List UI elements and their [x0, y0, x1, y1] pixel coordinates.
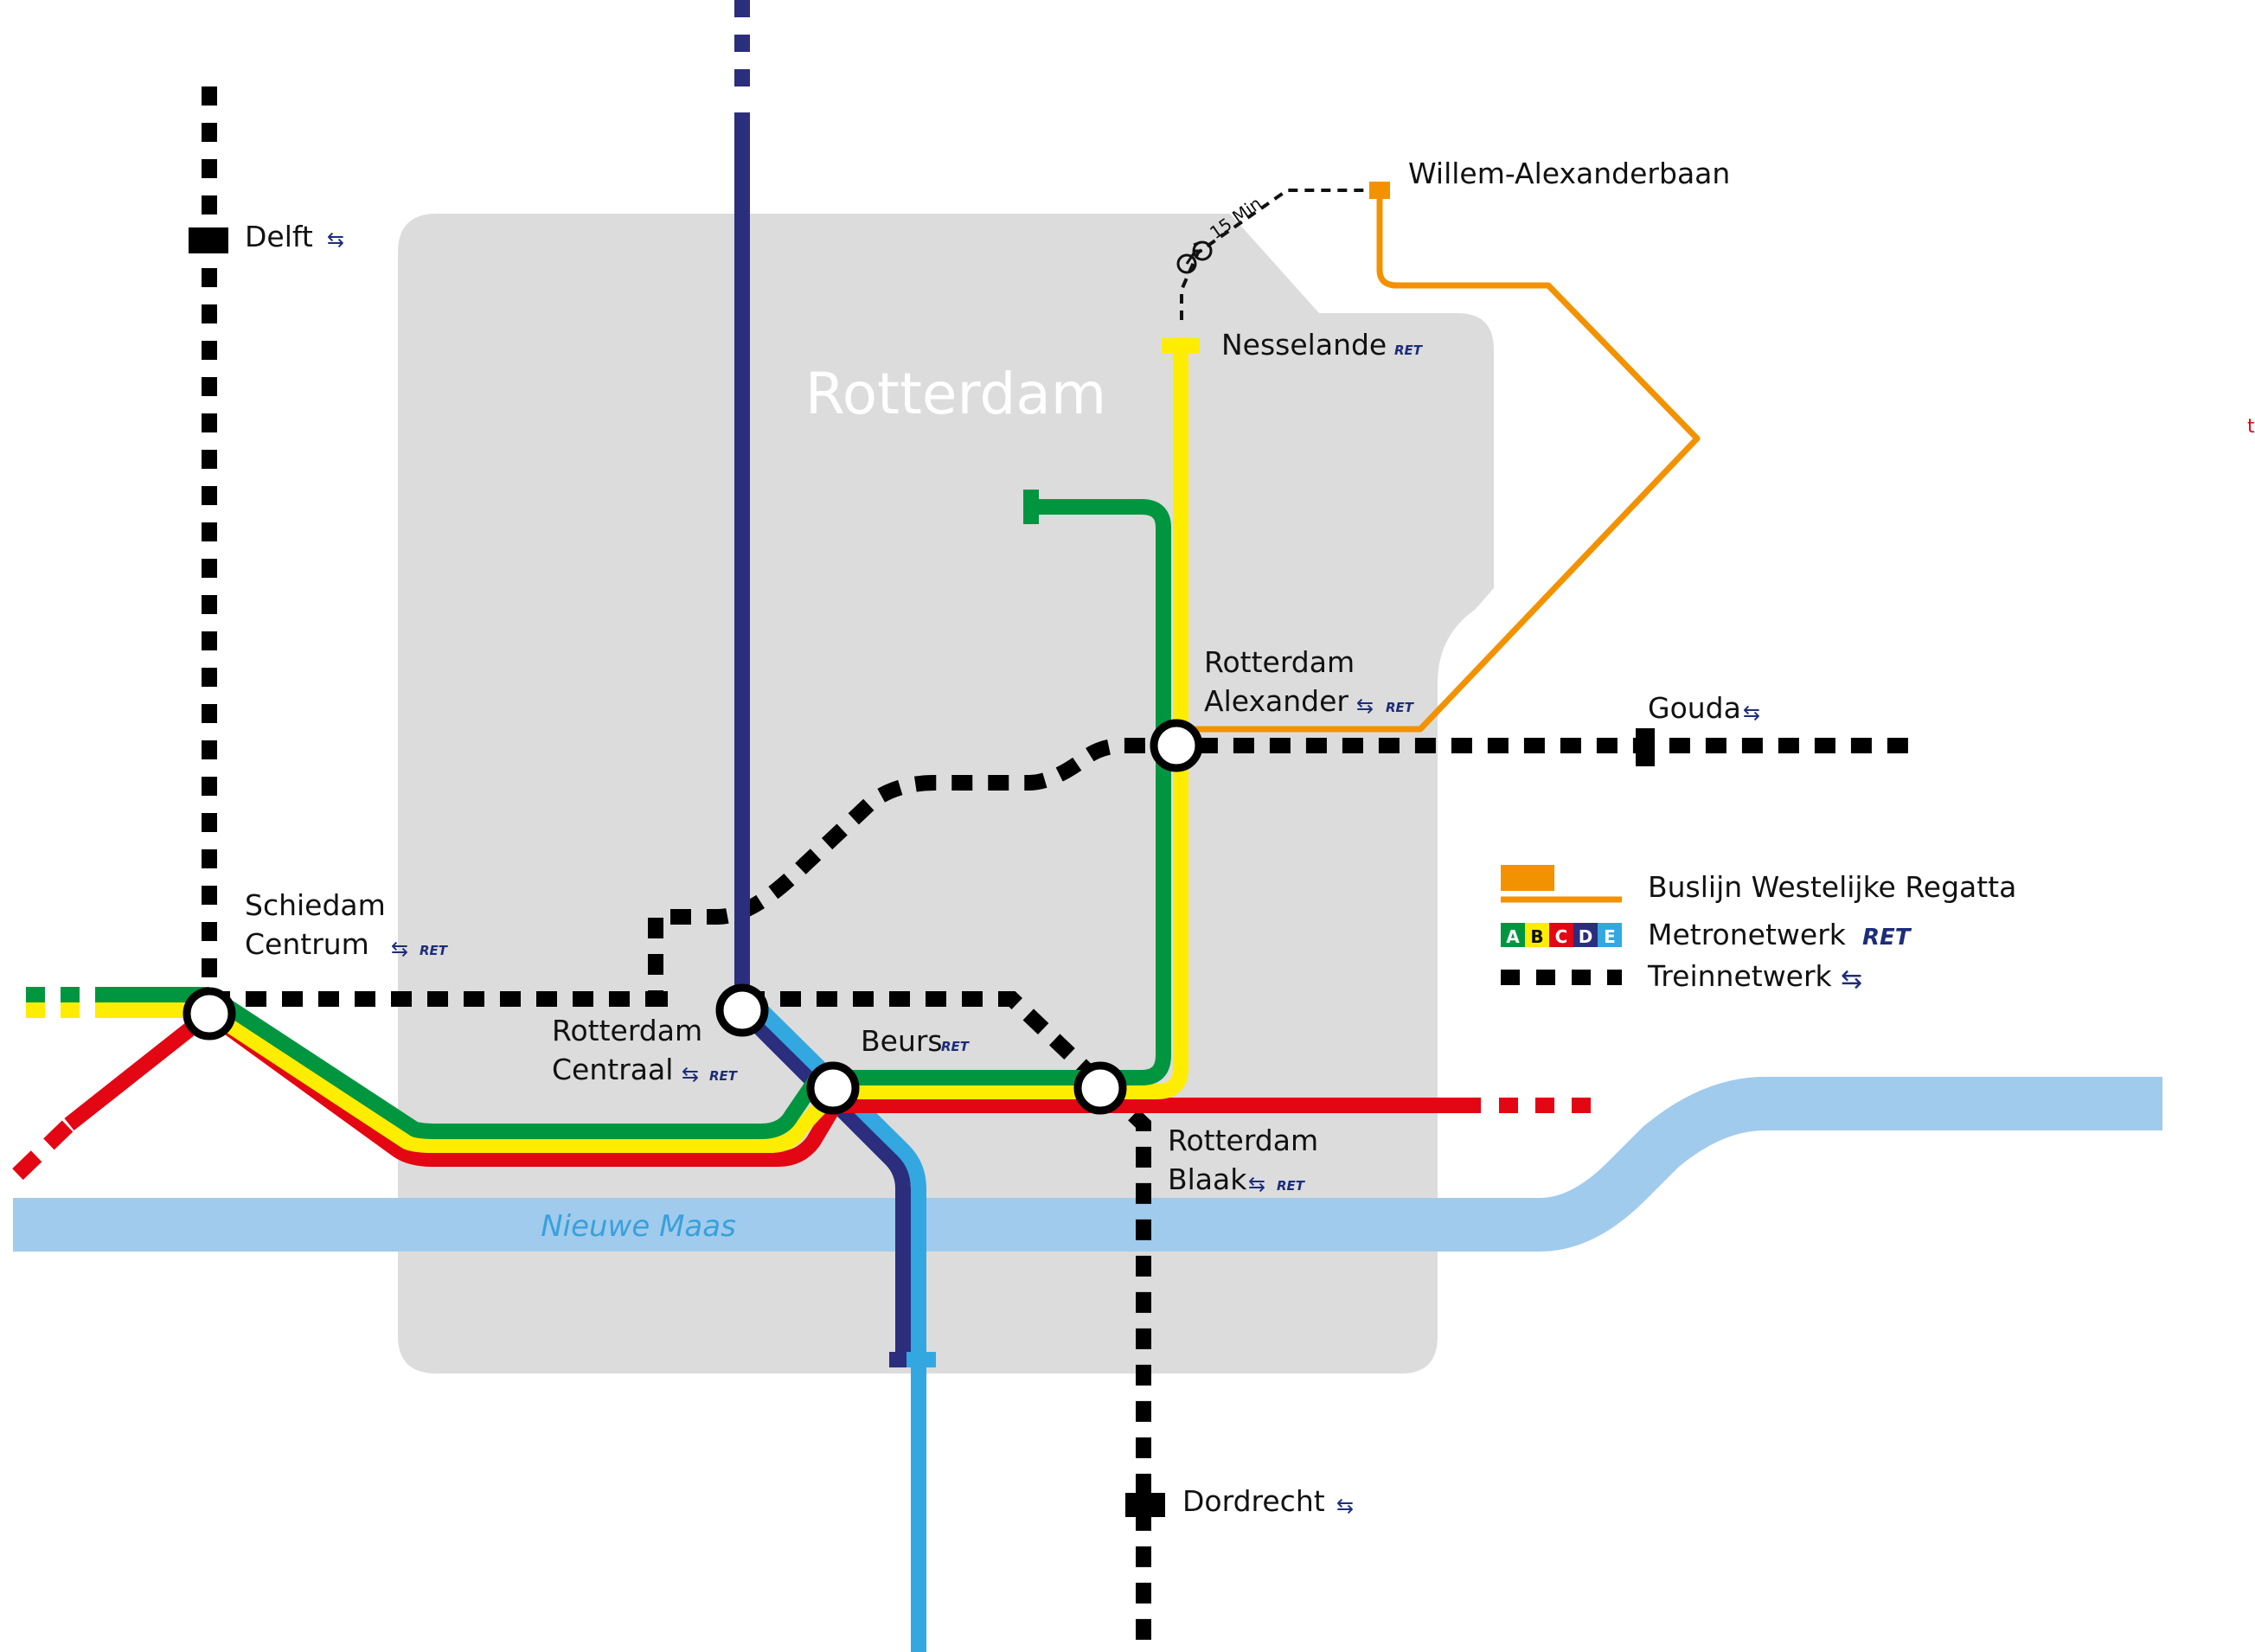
ret-logo-icon: RET — [1394, 343, 1424, 358]
station-schiedam-line2: Centrum — [245, 927, 369, 961]
station-blaak-line1: Rotterdam — [1168, 1124, 1318, 1157]
station-willem-alexanderbaan: Willem-Alexanderbaan — [1408, 157, 1730, 190]
rotterdam-alexander-interchange — [1150, 719, 1203, 772]
river-label: Nieuwe Maas — [541, 1209, 736, 1244]
legend-letter-a: A — [1506, 926, 1520, 947]
train-line-centraal-gouda — [209, 738, 1912, 1007]
ret-logo-icon: RET — [1386, 700, 1415, 715]
ret-logo-icon: RET — [709, 1068, 739, 1084]
ret-logo-icon: RET — [1277, 1178, 1306, 1194]
legend-metro-label: Metronetwerk — [1648, 918, 1847, 951]
legend-letter-e: E — [1604, 926, 1616, 947]
station-centraal-line1: Rotterdam — [552, 1014, 702, 1047]
legend-letter-c: C — [1555, 926, 1568, 947]
metro-line-c-extension — [64, 1007, 215, 1131]
legend-train-label: Treinnetwerk — [1647, 959, 1833, 993]
rotterdam-blaak-interchange — [1073, 1061, 1127, 1115]
station-dordrecht: Dordrecht — [1182, 1484, 1325, 1518]
metro-line-c — [204, 1007, 1481, 1167]
ret-logo-icon: RET — [941, 1039, 971, 1054]
legend-letter-d: D — [1579, 926, 1593, 947]
station-nesselande: Nesselande — [1221, 328, 1387, 362]
metro-line-c-west-dash — [10, 1120, 74, 1182]
legend-metro-letters: A B C D E — [1501, 923, 1622, 947]
bike-connection-line — [1180, 189, 1380, 320]
metro-line-e — [748, 997, 926, 1652]
legend-letter-b: B — [1530, 926, 1543, 947]
beurs-interchange — [806, 1061, 860, 1115]
rotterdam-centraal-interchange — [715, 983, 769, 1037]
station-gouda: Gouda — [1648, 691, 1741, 725]
ret-logo-icon: RET — [420, 943, 449, 958]
station-alexander-line2: Alexander — [1204, 684, 1349, 718]
rotterdam-city-area — [398, 214, 1494, 1373]
legend: Buslijn Westelijke Regatta A B C D E Met… — [1501, 865, 2016, 995]
metro-line-d — [734, 112, 911, 1360]
ns-logo-icon: ⇆ — [1743, 701, 1760, 725]
metro-line-b — [205, 337, 1188, 1153]
station-schiedam-line1: Schiedam — [245, 888, 386, 922]
schiedam-centrum-interchange — [183, 987, 236, 1041]
delft-station-marker — [189, 227, 228, 253]
ns-logo-icon: ⇆ — [1356, 694, 1374, 718]
bus-line-westelijke-regatta — [1178, 192, 1701, 733]
ns-logo-icon: ⇆ — [682, 1062, 699, 1086]
ns-logo-icon: ⇆ — [391, 937, 408, 961]
ns-logo-icon: ⇆ — [1841, 964, 1862, 995]
ns-logo-icon: ⇆ — [1248, 1172, 1265, 1196]
station-alexander-line1: Rotterdam — [1204, 645, 1355, 679]
bicycle-icon — [1176, 240, 1213, 274]
legend-bus-label: Buslijn Westelijke Regatta — [1648, 870, 2016, 904]
gouda-station-marker — [1636, 728, 1655, 766]
ns-logo-icon: ⇆ — [327, 227, 344, 252]
station-blaak-line2: Blaak — [1168, 1162, 1247, 1196]
bus-terminus-marker — [1369, 182, 1390, 199]
station-centraal-line2: Centraal — [552, 1053, 673, 1086]
ns-logo-icon: ⇆ — [1336, 1494, 1354, 1518]
ret-logo-icon: RET — [1862, 925, 1912, 951]
city-label: Rotterdam — [805, 361, 1106, 427]
legend-bus-swatch-icon — [1501, 865, 1554, 891]
stray-mark: t — [2247, 416, 2255, 438]
dordrecht-station-marker — [1125, 1493, 1165, 1517]
nieuwe-maas-river — [13, 1077, 2162, 1252]
station-beurs: Beurs — [861, 1024, 943, 1058]
station-delft: Delft — [245, 220, 313, 253]
